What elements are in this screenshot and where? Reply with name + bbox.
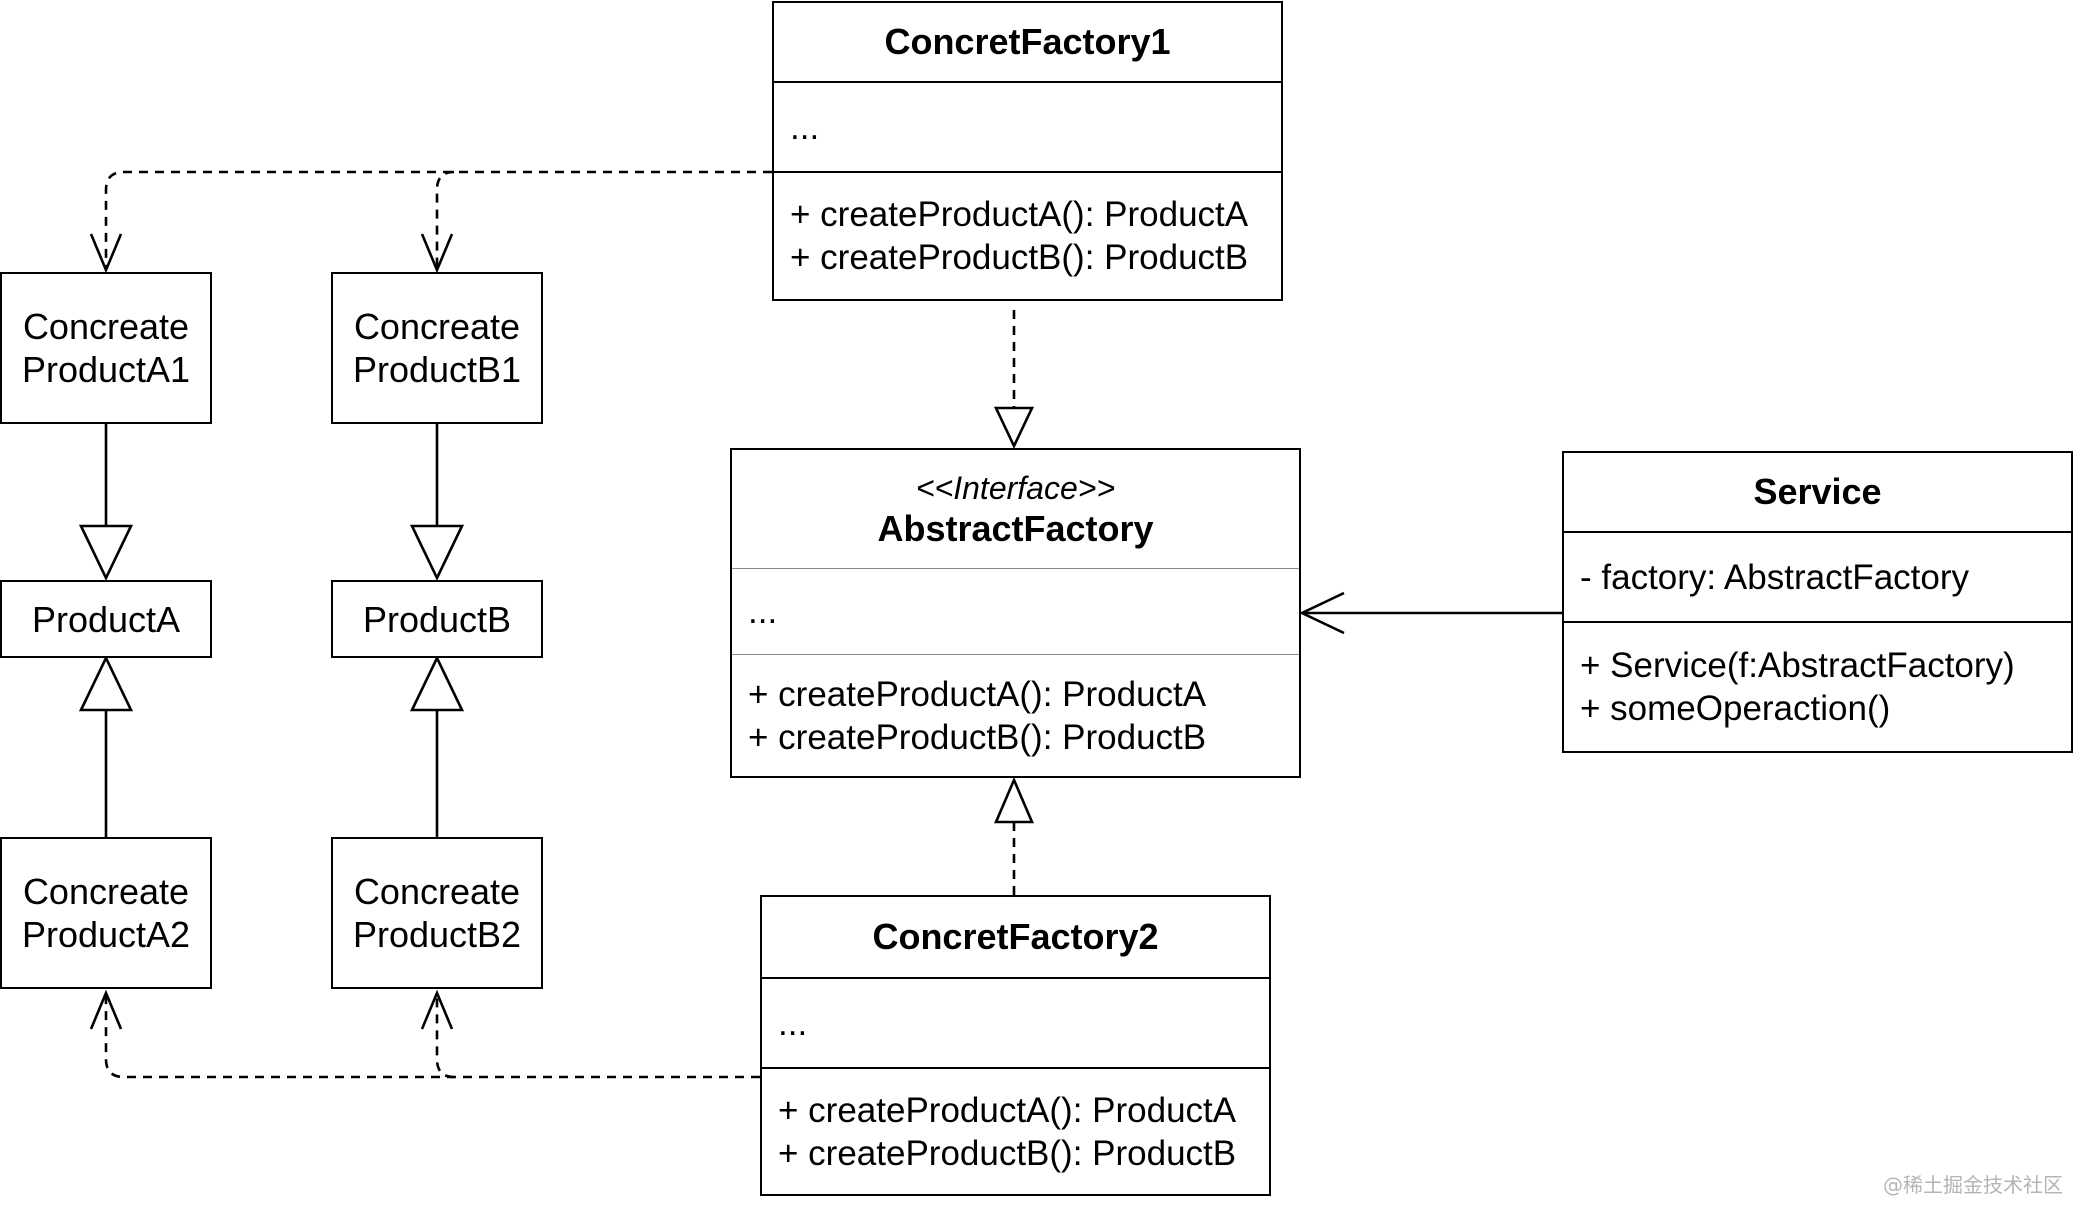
class-attributes: - factory: AbstractFactory xyxy=(1564,531,2071,621)
attribute-item: ... xyxy=(790,107,820,147)
operation-item: + createProductA(): ProductA xyxy=(778,1090,1237,1130)
concreate-product-a2-box[interactable]: Concreate ProductA2 xyxy=(0,837,212,989)
dependency-cf1-to-product-a1 xyxy=(104,170,772,270)
operation-item: + createProductA(): ProductA xyxy=(748,674,1207,714)
class-attributes: ... xyxy=(762,977,1269,1067)
open-arrowhead-product-a1 xyxy=(89,233,123,274)
operation-item: + createProductA(): ProductA xyxy=(790,195,1249,234)
abstract-factory-interface[interactable]: <<Interface>> AbstractFactory ... + crea… xyxy=(730,448,1301,778)
open-arrowhead-product-b1 xyxy=(420,233,454,274)
concreate-product-b2-box[interactable]: Concreate ProductB2 xyxy=(331,837,543,989)
box-label: Concreate ProductA1 xyxy=(22,305,190,391)
open-arrowhead-product-a2 xyxy=(89,989,123,1030)
class-attributes: ... xyxy=(732,568,1299,654)
generalization-b2-triangle xyxy=(409,654,465,712)
label-line: Concreate xyxy=(353,871,521,912)
generalization-a2-triangle xyxy=(78,654,134,712)
open-arrowhead-product-b2 xyxy=(420,989,454,1030)
box-label: Concreate ProductA2 xyxy=(22,870,190,956)
operation-item: + someOperaction() xyxy=(1580,689,1891,728)
class-name: ConcretFactory1 xyxy=(884,21,1171,62)
box-label: ProductB xyxy=(362,598,512,640)
label-line: ProductA2 xyxy=(21,914,191,955)
generalization-b1-triangle xyxy=(409,524,465,582)
class-name: ConcretFactory2 xyxy=(872,916,1159,957)
box-label: Concreate ProductB1 xyxy=(353,305,521,391)
label-line: ProductA1 xyxy=(21,349,191,390)
concreate-product-b1-box[interactable]: Concreate ProductB1 xyxy=(331,272,543,424)
label-line: Concreate xyxy=(22,871,190,912)
box-label: Concreate ProductB2 xyxy=(353,870,521,956)
generalization-a1-triangle xyxy=(78,524,134,582)
class-operations: + createProductA(): ProductA + createPro… xyxy=(762,1067,1269,1194)
realization-cf2-triangle xyxy=(994,776,1034,824)
concreate-product-a1-box[interactable]: Concreate ProductA1 xyxy=(0,272,212,424)
label-line: Concreate xyxy=(22,306,190,347)
dependency-cf1-to-product-b1 xyxy=(435,170,455,270)
box-label: ProductA xyxy=(31,598,181,640)
product-b-box[interactable]: ProductB xyxy=(331,580,543,658)
service-class[interactable]: Service - factory: AbstractFactory + Ser… xyxy=(1562,451,2073,753)
operation-item: + createProductB(): ProductB xyxy=(778,1133,1237,1173)
stereotype-label: <<Interface>> xyxy=(915,470,1116,506)
operation-item: + Service(f:AbstractFactory) xyxy=(1580,646,2015,685)
class-operations: + Service(f:AbstractFactory) + someOpera… xyxy=(1564,621,2071,751)
class-name: AbstractFactory xyxy=(877,508,1154,549)
class-operations: + createProductA(): ProductA + createPro… xyxy=(732,654,1299,776)
operation-item: + createProductB(): ProductB xyxy=(790,238,1249,277)
concrete-factory-2-class[interactable]: ConcretFactory2 ... + createProductA(): … xyxy=(760,895,1271,1196)
dependency-cf2-to-product-a2 xyxy=(104,993,760,1079)
class-operations: + createProductA(): ProductA + createPro… xyxy=(774,171,1281,299)
label-line: ProductB2 xyxy=(352,914,522,955)
attribute-item: - factory: AbstractFactory xyxy=(1580,557,1969,597)
class-name: Service xyxy=(1753,471,1882,512)
label-line: ProductB1 xyxy=(352,349,522,390)
interface-header: <<Interface>> AbstractFactory xyxy=(732,450,1299,568)
product-a-box[interactable]: ProductA xyxy=(0,580,212,658)
attribute-item: ... xyxy=(748,592,778,631)
dependency-cf2-to-product-b2 xyxy=(435,993,455,1079)
attribute-item: ... xyxy=(778,1003,808,1043)
operation-item: + createProductB(): ProductB xyxy=(748,717,1207,757)
watermark-text: @稀土掘金技术社区 xyxy=(1883,1173,2063,1197)
realization-cf1-triangle xyxy=(993,406,1035,450)
label-line: Concreate xyxy=(353,306,521,347)
association-arrowhead xyxy=(1298,591,1345,635)
class-attributes: ... xyxy=(774,81,1281,171)
concrete-factory-1-class[interactable]: ConcretFactory1 ... + createProductA(): … xyxy=(772,1,1283,301)
